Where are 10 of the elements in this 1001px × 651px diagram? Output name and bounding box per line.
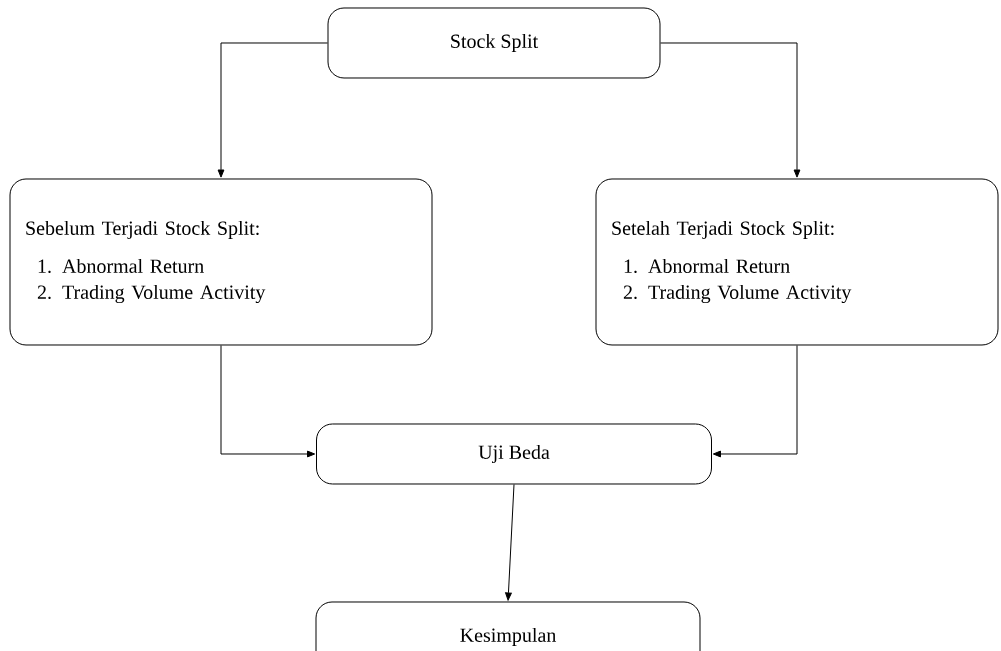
process-box: Uji Beda [316, 423, 712, 485]
arrow [220, 345, 316, 458]
process-box: Kesimpulan [315, 601, 701, 651]
arrow [217, 42, 328, 178]
process-box: Stock Split [327, 7, 661, 79]
arrow [712, 345, 798, 458]
arrow [505, 484, 515, 601]
list-box: Setelah Terjadi Stock Split: 1. Abnormal Return 2. Trading Volume Activity [595, 178, 999, 346]
list-box: Sebelum Terjadi Stock Split: 1. Abnormal Return 2. Trading Volume Activity [9, 178, 433, 346]
arrow [660, 42, 801, 178]
